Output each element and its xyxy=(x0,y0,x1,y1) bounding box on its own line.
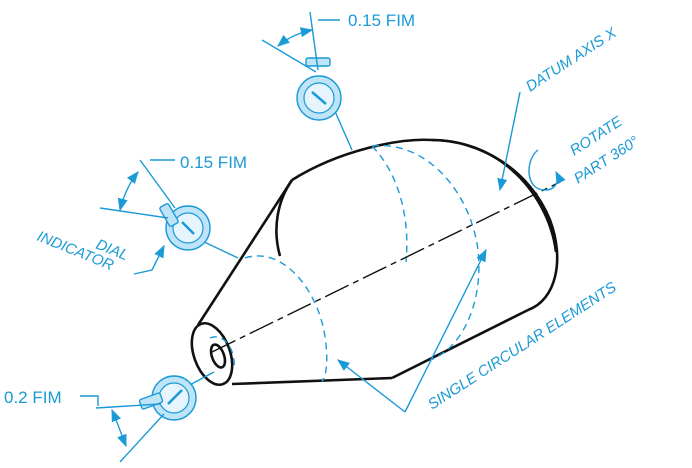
fim-mid-ext-2 xyxy=(99,207,169,219)
cylinder-end-ellipse xyxy=(431,138,559,312)
fim-top-ext-1 xyxy=(309,11,319,71)
circular-element-large-2 xyxy=(371,145,408,263)
bore-ellipse xyxy=(209,343,227,369)
fim-mid-label: 0.15 FIM xyxy=(180,153,247,172)
fim-mid-ext-1 xyxy=(139,159,176,209)
fim-bottom-ext-2 xyxy=(119,413,165,463)
fim-mid-arc xyxy=(117,171,139,212)
rotate-arrow xyxy=(528,149,566,191)
fim-bottom-label: 0.2 FIM xyxy=(4,388,62,407)
dial-label-leader xyxy=(133,244,165,275)
datum-axis-label: DATUM AXIS X xyxy=(523,24,620,96)
indicator-top-stem xyxy=(305,57,331,67)
leader-circular-1 xyxy=(404,248,487,413)
fim-top-label: 0.15 FIM xyxy=(348,11,415,30)
fim-bottom-leader xyxy=(80,395,99,406)
cone-top-edge xyxy=(196,179,294,326)
datum-axis-line xyxy=(211,181,561,353)
fim-top-arc xyxy=(277,27,314,47)
datum-axis-leader xyxy=(497,91,521,192)
cone-bottom-edge xyxy=(231,376,393,386)
dial-indicator-bottom xyxy=(138,371,215,421)
dial-indicator-top xyxy=(296,57,353,151)
circular-element-small xyxy=(209,336,235,369)
circular-element-large-1 xyxy=(371,144,480,361)
fim-bottom-arc xyxy=(111,408,127,448)
circular-element-cone xyxy=(244,255,328,383)
dial-indicator-middle xyxy=(159,203,239,259)
circular-elements xyxy=(209,144,480,383)
part-outline xyxy=(190,138,559,386)
fim-top-ext-2 xyxy=(261,39,317,73)
small-end-ellipse xyxy=(190,322,234,386)
cylinder-back-edge xyxy=(291,138,558,253)
stylus-mid xyxy=(199,239,239,259)
leader-circular-2 xyxy=(337,359,406,413)
cylinder-bottom-edge xyxy=(391,308,529,380)
fim-bottom-ext-1 xyxy=(95,403,161,409)
